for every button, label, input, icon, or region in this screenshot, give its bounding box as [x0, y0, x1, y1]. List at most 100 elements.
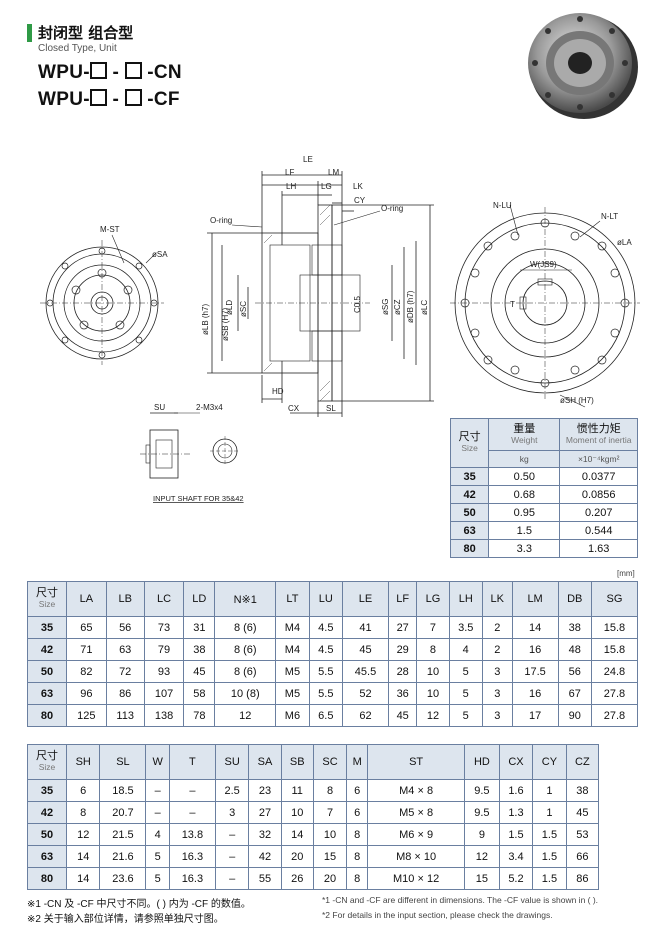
- size-cell: 50: [27, 660, 67, 683]
- technical-drawing: M-ST øSA: [40, 155, 640, 503]
- col-header: SB: [280, 744, 314, 780]
- value-cell: 82: [66, 660, 107, 683]
- value-cell: 38: [557, 616, 592, 639]
- label-db: øDB (h7): [406, 290, 415, 323]
- col-header: LC: [143, 581, 185, 617]
- size-cn: 尺寸: [36, 750, 58, 762]
- section-view: [207, 171, 434, 417]
- value-cell: 32: [248, 823, 282, 846]
- label-c05: C0.5: [353, 296, 362, 313]
- value-cell: 53: [565, 823, 600, 846]
- value-cell: 3.4: [498, 845, 534, 868]
- value-cell: 71: [66, 638, 107, 661]
- front-view-left: [40, 234, 164, 365]
- value-cell: 1: [532, 779, 567, 802]
- value-cell: 27: [387, 616, 418, 639]
- weight-cell: 0.68: [488, 485, 561, 504]
- title-cn: 封闭型 组合型: [38, 24, 134, 42]
- col-header: CZ: [565, 744, 600, 780]
- label-hd: HD: [272, 387, 284, 396]
- value-cell: 27.8: [590, 704, 639, 727]
- model-suffix-cf: -CF: [147, 89, 180, 110]
- unit-label: [mm]: [617, 569, 635, 578]
- value-cell: M4: [275, 638, 310, 661]
- model-dash: -: [112, 89, 120, 110]
- product-photo: [528, 13, 638, 119]
- value-cell: M4 × 8: [367, 779, 466, 802]
- value-cell: 5: [448, 660, 483, 683]
- value-cell: 16.3: [168, 845, 216, 868]
- value-cell: 9: [464, 823, 500, 846]
- size-cell: 50: [449, 503, 490, 522]
- col-header: SG: [590, 581, 639, 617]
- value-cell: 10: [280, 801, 314, 824]
- label-cy: CY: [354, 196, 366, 205]
- col-header: LK: [481, 581, 513, 617]
- value-cell: 21.5: [99, 823, 147, 846]
- col-header: LG: [416, 581, 450, 617]
- size-en: Size: [38, 599, 56, 609]
- col-header: LF: [387, 581, 418, 617]
- value-cell: 14: [65, 845, 101, 868]
- inertia-cell: 1.63: [559, 539, 638, 558]
- value-cell: 6: [346, 779, 369, 802]
- value-cell: –: [168, 801, 216, 824]
- label-w-js9: W(JS9): [530, 260, 557, 269]
- value-cell: 2: [481, 616, 513, 639]
- value-cell: 93: [143, 660, 185, 683]
- value-cell: 1.5: [532, 823, 567, 846]
- size-cell: 42: [27, 801, 67, 824]
- label-lg: LG: [321, 182, 332, 191]
- value-cell: 16.3: [168, 867, 216, 890]
- label-cz: øCZ: [393, 299, 402, 315]
- label-sl: SL: [326, 404, 336, 413]
- value-cell: 5.5: [308, 682, 344, 705]
- value-cell: –: [168, 779, 216, 802]
- label-le: LE: [303, 155, 313, 164]
- value-cell: 20.7: [99, 801, 147, 824]
- value-cell: 27: [248, 801, 282, 824]
- size-cell: 35: [27, 779, 67, 802]
- value-cell: 107: [143, 682, 185, 705]
- value-cell: 6: [65, 779, 101, 802]
- label-sa: øSA: [152, 250, 168, 259]
- label-sg: øSG: [381, 299, 390, 315]
- value-cell: 1.6: [498, 779, 534, 802]
- value-cell: M5: [275, 682, 310, 705]
- value-cell: M8 × 10: [367, 845, 466, 868]
- value-cell: –: [214, 867, 250, 890]
- value-cell: 90: [557, 704, 592, 727]
- value-cell: 78: [183, 704, 216, 727]
- col-header: M: [346, 744, 369, 780]
- weight-cell: 1.5: [488, 521, 561, 540]
- value-cell: 3: [481, 704, 513, 727]
- value-cell: 72: [105, 660, 145, 683]
- col-header: CY: [532, 744, 567, 780]
- value-cell: 17: [511, 704, 559, 727]
- col-header: SC: [312, 744, 348, 780]
- value-cell: 23.6: [99, 867, 147, 890]
- value-cell: –: [214, 823, 250, 846]
- value-cell: 2: [481, 638, 513, 661]
- label-sh: øSH (H7): [560, 396, 594, 405]
- col-header: CX: [498, 744, 534, 780]
- value-cell: 4.5: [308, 638, 344, 661]
- weight-cell: 0.50: [488, 467, 561, 486]
- value-cell: 8: [346, 867, 369, 890]
- value-cell: 18.5: [99, 779, 147, 802]
- size-cell: 63: [27, 682, 67, 705]
- value-cell: M10 × 12: [367, 867, 466, 890]
- value-cell: 5: [145, 845, 170, 868]
- placeholder-box-icon: [89, 89, 107, 106]
- value-cell: 45: [342, 638, 389, 661]
- value-cell: 14: [65, 867, 101, 890]
